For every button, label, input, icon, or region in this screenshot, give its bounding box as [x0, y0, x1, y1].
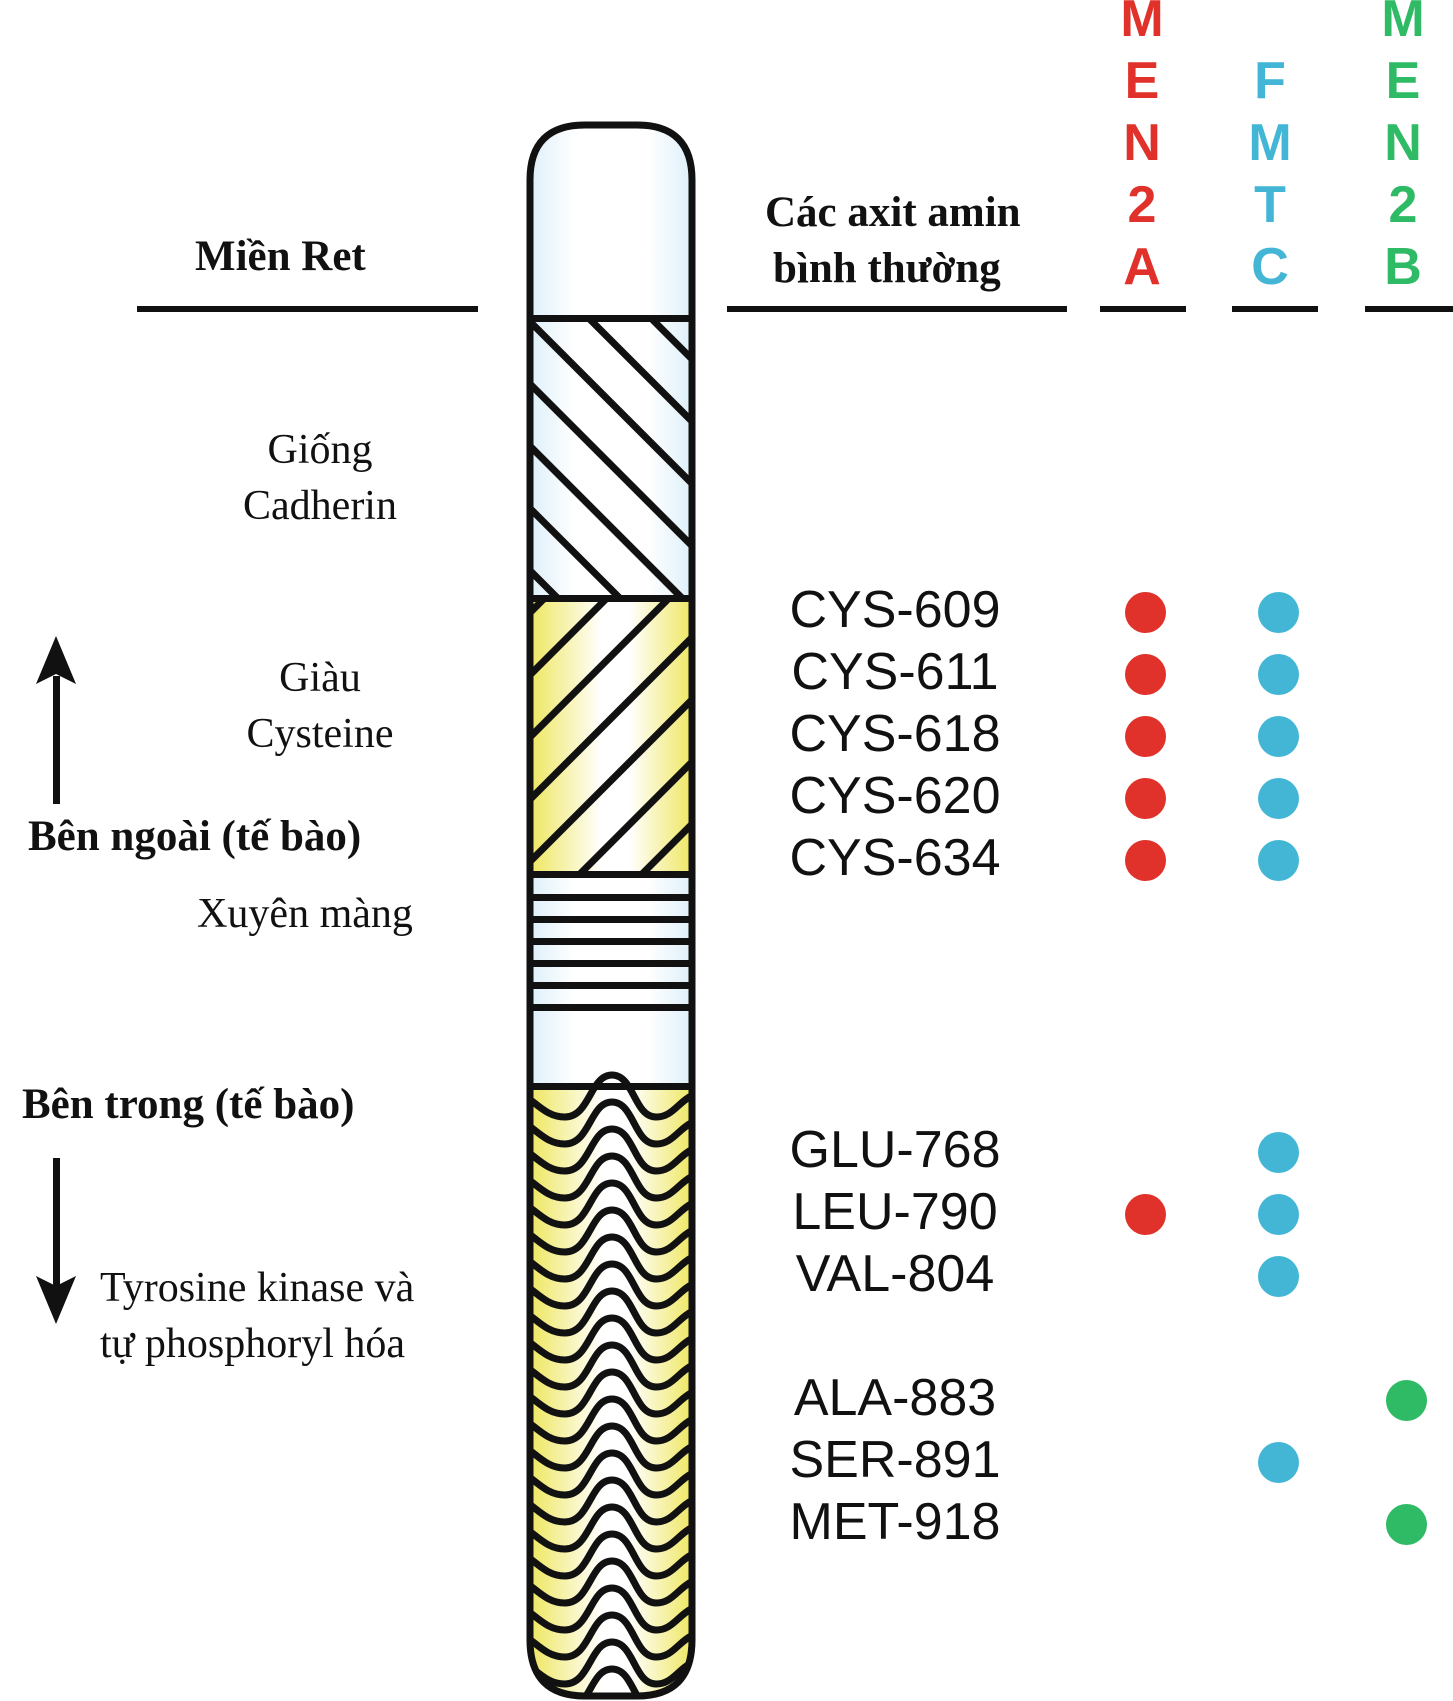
residue-label: CYS-618 — [789, 705, 1001, 763]
domain-title-underline — [137, 306, 478, 312]
residue-label: SER-891 — [789, 1431, 1001, 1489]
transmembrane-domain-label: Xuyên màng — [197, 891, 413, 937]
kinase-wave-line — [530, 1665, 692, 1696]
kinase-wave-line — [530, 1557, 692, 1607]
fmtc-mutation-dot — [1258, 1194, 1299, 1235]
kinase-wave-line — [530, 1260, 692, 1310]
residue-label: LEU-790 — [792, 1183, 998, 1241]
residue-label: CYS-620 — [789, 767, 1001, 825]
kinase-wave-line — [530, 1611, 692, 1661]
kinase-wave-line — [530, 1341, 692, 1391]
men2a-mutation-dot — [1125, 654, 1166, 695]
residue-label: CYS-609 — [789, 581, 1001, 639]
domain-column-title: Miền Ret — [195, 233, 366, 280]
residue-label: CYS-634 — [789, 829, 1001, 887]
kinase-wave-line — [530, 1233, 692, 1283]
men2a-mutation-dot — [1125, 716, 1166, 757]
kinase-wave-line — [530, 1125, 692, 1175]
arrow-down-icon — [36, 1158, 76, 1324]
kinase-wave-line — [530, 1476, 692, 1526]
transmembrane-segment — [530, 874, 692, 1086]
fmtc-mutation-dot — [1258, 778, 1299, 819]
men2a-mutation-dot — [1125, 778, 1166, 819]
arrow-up-icon — [36, 636, 76, 804]
ret-receptor-bar — [526, 121, 696, 1700]
men2b-mutation-dot — [1386, 1504, 1427, 1545]
fmtc-mutation-dot — [1258, 1132, 1299, 1173]
fmtc-mutation-dot — [1258, 716, 1299, 757]
kinase-wave-line — [530, 1152, 692, 1202]
men2a-underline — [1100, 306, 1186, 312]
fmtc-mutation-dot — [1258, 840, 1299, 881]
kinase-wave-line — [530, 1422, 692, 1472]
kinase-segment — [530, 1086, 692, 1696]
fmtc-mutation-dot — [1258, 1442, 1299, 1483]
extracellular-cap-segment — [530, 125, 692, 318]
residue-label: GLU-768 — [789, 1121, 1001, 1179]
kinase-wave-line — [530, 1098, 692, 1148]
kinase-wave-line — [530, 1179, 692, 1229]
fmtc-mutation-dot — [1258, 592, 1299, 633]
amino-column-title-line2: bình thường — [773, 245, 1001, 292]
men2a-mutation-dot — [1125, 592, 1166, 633]
kinase-wave-line — [530, 1368, 692, 1418]
intracellular-label: Bên trong (tế bào) — [22, 1081, 355, 1128]
fmtc-underline — [1232, 306, 1318, 312]
residue-label: MET-918 — [789, 1493, 1001, 1551]
kinase-wave-line — [530, 1530, 692, 1580]
men2a-mutation-dot — [1125, 840, 1166, 881]
residue-label: CYS-611 — [791, 643, 999, 701]
residue-label: ALA-883 — [793, 1369, 997, 1427]
kinase-wave-line — [530, 1287, 692, 1337]
extracellular-label: Bên ngoài (tế bào) — [28, 813, 362, 860]
amino-title-underline — [727, 306, 1067, 312]
kinase-wave-line — [530, 1503, 692, 1553]
amino-column-title-line1: Các axit amin — [765, 189, 1021, 236]
men2b-underline — [1365, 306, 1453, 312]
residue-label: VAL-804 — [795, 1245, 995, 1303]
kinase-wave-line — [530, 1395, 692, 1445]
kinase-wave-line — [530, 1314, 692, 1364]
fmtc-mutation-dot — [1258, 1256, 1299, 1297]
kinase-wave-line — [530, 1071, 692, 1121]
kinase-wave-line — [530, 1206, 692, 1256]
kinase-wave-line — [530, 1638, 692, 1688]
kinase-wave-line — [530, 1584, 692, 1634]
men2b-mutation-dot — [1386, 1380, 1427, 1421]
men2a-mutation-dot — [1125, 1194, 1166, 1235]
kinase-wave-line — [530, 1449, 692, 1499]
fmtc-mutation-dot — [1258, 654, 1299, 695]
